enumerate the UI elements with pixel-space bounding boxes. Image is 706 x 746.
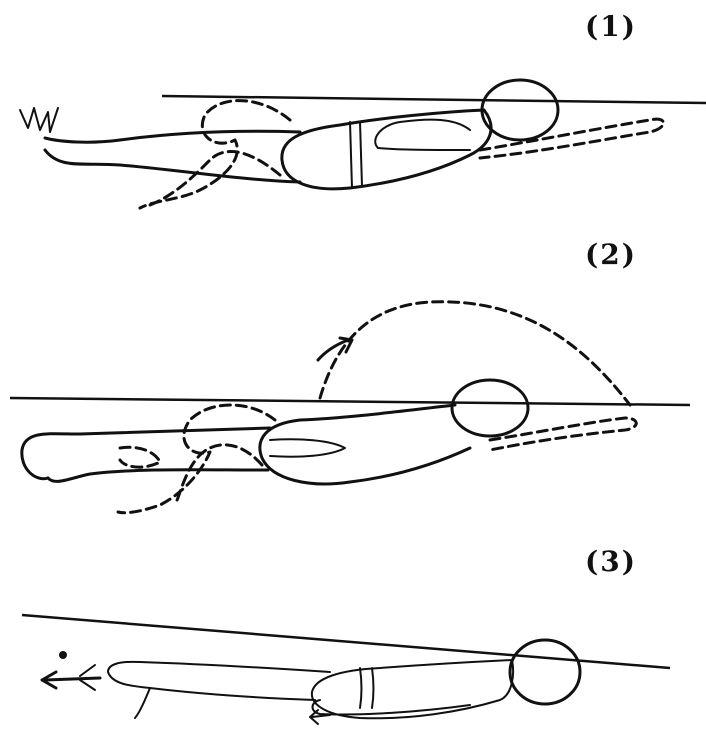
foot-path-2 (120, 447, 160, 467)
recovery-arrow-2 (318, 340, 348, 360)
panel-2-drawing (10, 302, 690, 513)
leg-kick-path-2b (175, 445, 262, 505)
leg-kick-path-2 (118, 405, 275, 513)
swimmer-leg-upper-1 (45, 131, 300, 142)
swimmer-leg-lower-1 (45, 150, 300, 182)
swimmer-torso-2 (260, 405, 470, 484)
swimmer-arm-1 (375, 120, 470, 150)
swimmer-head-2 (452, 380, 528, 436)
swimmer-torso-3 (312, 660, 513, 718)
water-droplet-3 (59, 651, 67, 659)
arm-recovery-arc-2 (320, 302, 630, 405)
swim-trunks-1 (350, 122, 362, 188)
water-surface-2 (10, 398, 690, 405)
kick-splash-1 (20, 108, 58, 132)
swimmer-foot-3 (135, 688, 150, 718)
swimmer-head-3 (510, 640, 580, 704)
water-surface-3 (22, 615, 670, 668)
swimmer-leg-lower-2 (48, 470, 268, 482)
swim-trunks-3 (360, 668, 374, 708)
swimmer-arm-2 (270, 439, 345, 456)
arm-push-arrow-3 (310, 710, 330, 724)
swimmer-head-1 (482, 80, 558, 140)
panel-1-drawing (20, 80, 706, 208)
swimmer-legs-3 (108, 662, 330, 700)
direction-arrow-3 (45, 678, 100, 680)
arm-stroke-path-2 (490, 418, 636, 450)
panel-3-drawing (22, 615, 670, 724)
